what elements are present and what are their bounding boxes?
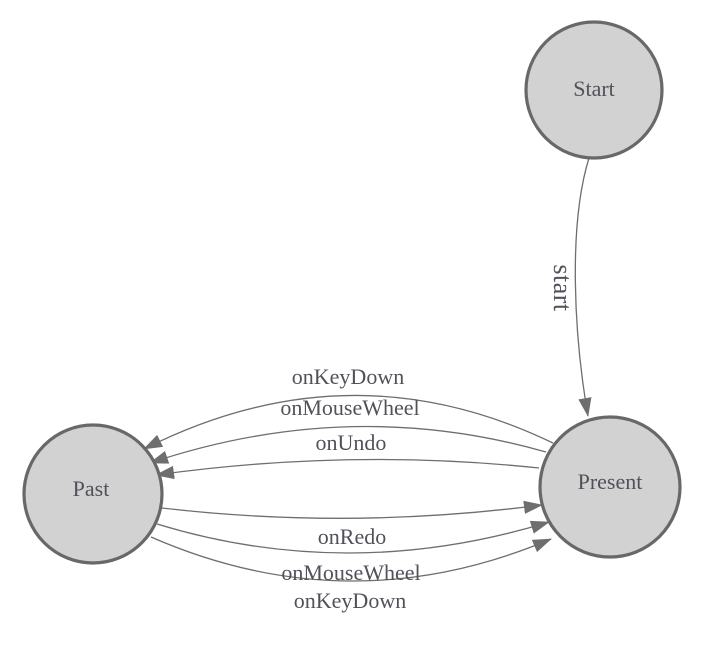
edge-layer	[143, 157, 592, 582]
edge-past-present-onmousewheel	[156, 520, 550, 554]
edge-label-onmousewheel-bottom: onMouseWheel	[281, 560, 420, 585]
node-past-label: Past	[73, 476, 110, 501]
node-past-circle	[22, 423, 164, 565]
node-start-circle	[524, 20, 664, 160]
node-past: Past	[22, 423, 164, 565]
edge-present-past-onkeydown	[143, 394, 554, 450]
edge-label-onkeydown-bottom: onKeyDown	[294, 588, 406, 613]
edge-past-present-onredo	[161, 500, 543, 519]
edge-label-start: start	[548, 264, 577, 312]
edge-label-onmousewheel-top: onMouseWheel	[280, 395, 419, 420]
edge-present-past-onmousewheel	[149, 425, 547, 464]
node-start: Start	[524, 20, 664, 160]
node-start-label: Start	[573, 76, 615, 101]
edge-present-past-onundo	[155, 458, 540, 480]
node-present: Present	[538, 415, 682, 559]
edge-label-onredo: onRedo	[318, 524, 386, 549]
edge-label-layer: start onKeyDown onMouseWheel onUndo onRe…	[280, 264, 577, 613]
node-present-label: Present	[578, 469, 643, 494]
edge-past-present-onkeydown	[150, 536, 552, 582]
edge-start-present	[574, 157, 592, 417]
edge-label-onkeydown-top: onKeyDown	[292, 364, 404, 389]
node-present-circle	[538, 415, 682, 559]
edge-label-onundo: onUndo	[316, 430, 387, 455]
